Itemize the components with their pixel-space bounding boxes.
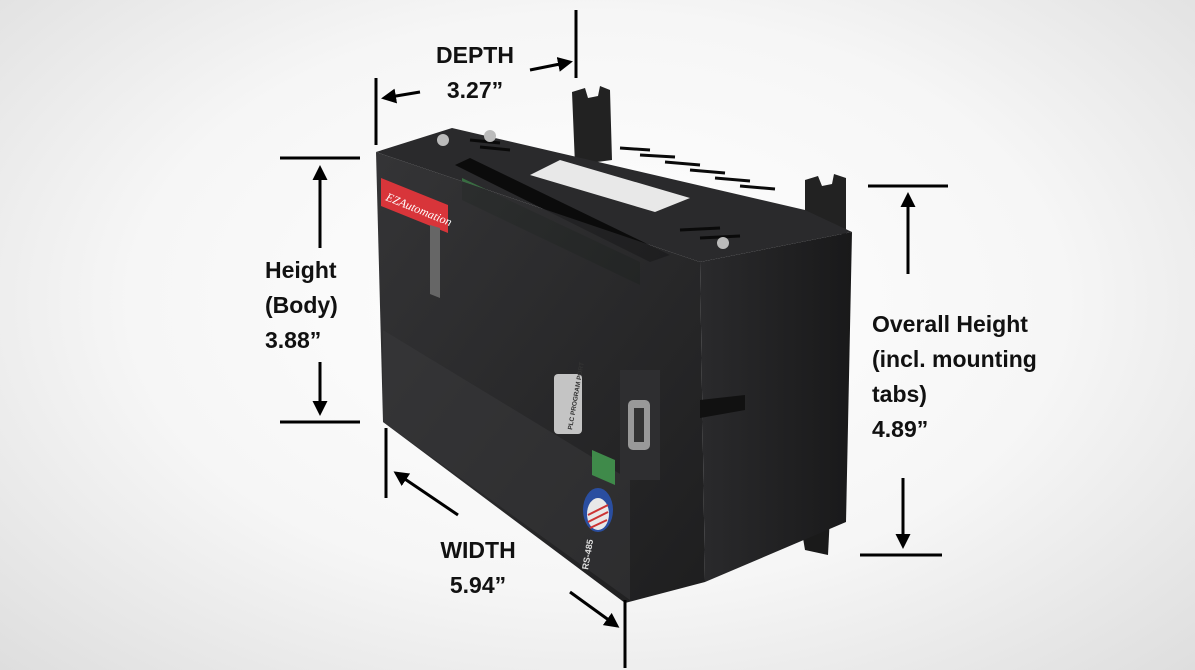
body-height-title: Height [265, 257, 337, 283]
dimension-lines [280, 10, 948, 668]
vent-slots [469, 138, 776, 240]
depth-value: 3.27” [446, 77, 504, 103]
width-title: WIDTH [440, 537, 516, 563]
spec-label-sticker [530, 160, 690, 212]
overall-height-label: Overall Height (incl. mounting tabs) 4.8… [872, 307, 1037, 447]
program-port-label [554, 374, 582, 434]
width-arrow [393, 471, 459, 517]
width-arrow [569, 590, 620, 628]
overall-height-title: Overall Height [872, 311, 1028, 337]
device-side-face [700, 232, 852, 582]
made-in-usa-seal-icon [583, 488, 613, 532]
db9-connector-icon [620, 370, 660, 480]
overall-height-subtitle: (incl. mounting [872, 346, 1037, 372]
body-height-label: Height (Body) 3.88” [265, 253, 338, 358]
width-value: 5.94” [449, 572, 507, 598]
width-label: WIDTH 5.94” [413, 533, 543, 603]
overall-height-value: 4.89” [872, 416, 929, 442]
depth-arrow [381, 88, 421, 104]
body-height-value: 3.88” [265, 327, 322, 353]
depth-arrow [529, 56, 573, 72]
depth-title: DEPTH [436, 42, 514, 68]
body-height-subtitle: (Body) [265, 292, 338, 318]
overall-height-subtitle-2: tabs) [872, 381, 927, 407]
depth-label: DEPTH 3.27” [410, 38, 540, 108]
